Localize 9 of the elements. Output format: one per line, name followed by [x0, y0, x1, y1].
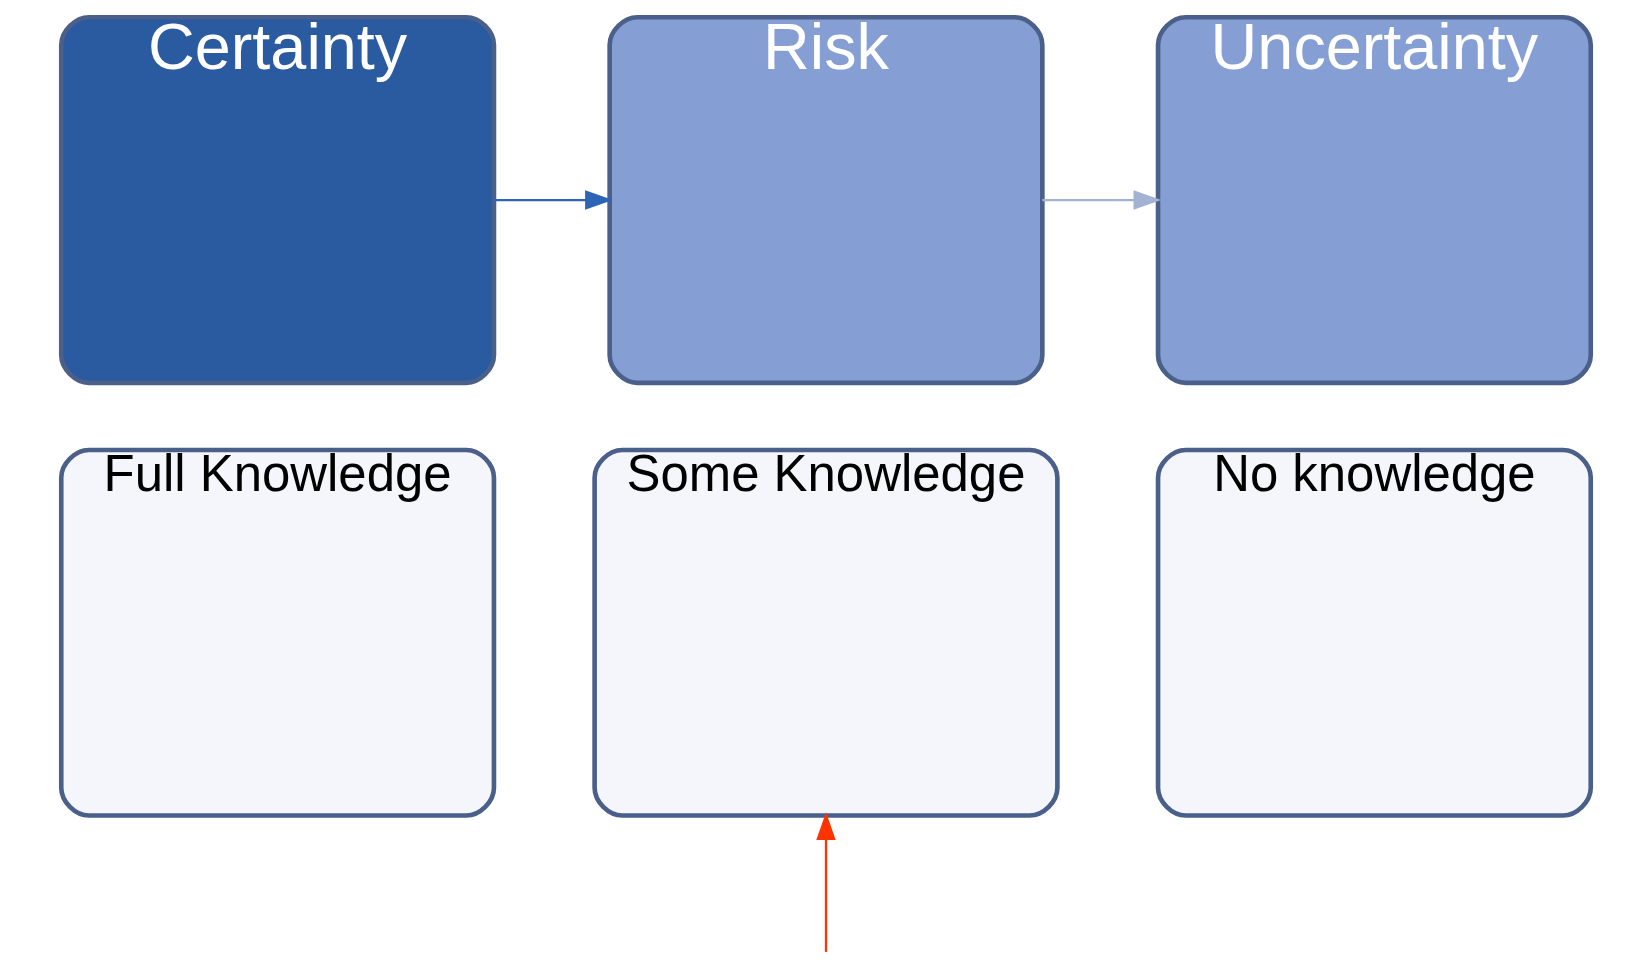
- arrow: [1042, 190, 1162, 210]
- node-box: Some Knowledge: [592, 447, 1060, 818]
- node-box: Uncertainty: [1155, 14, 1594, 386]
- node-box: No knowledge: [1155, 447, 1594, 818]
- node-box: Certainty: [58, 14, 497, 386]
- node-box: Risk: [607, 14, 1045, 386]
- arrow: [493, 190, 613, 210]
- node-box: Full Knowledge: [58, 447, 497, 818]
- arrow: [816, 812, 836, 952]
